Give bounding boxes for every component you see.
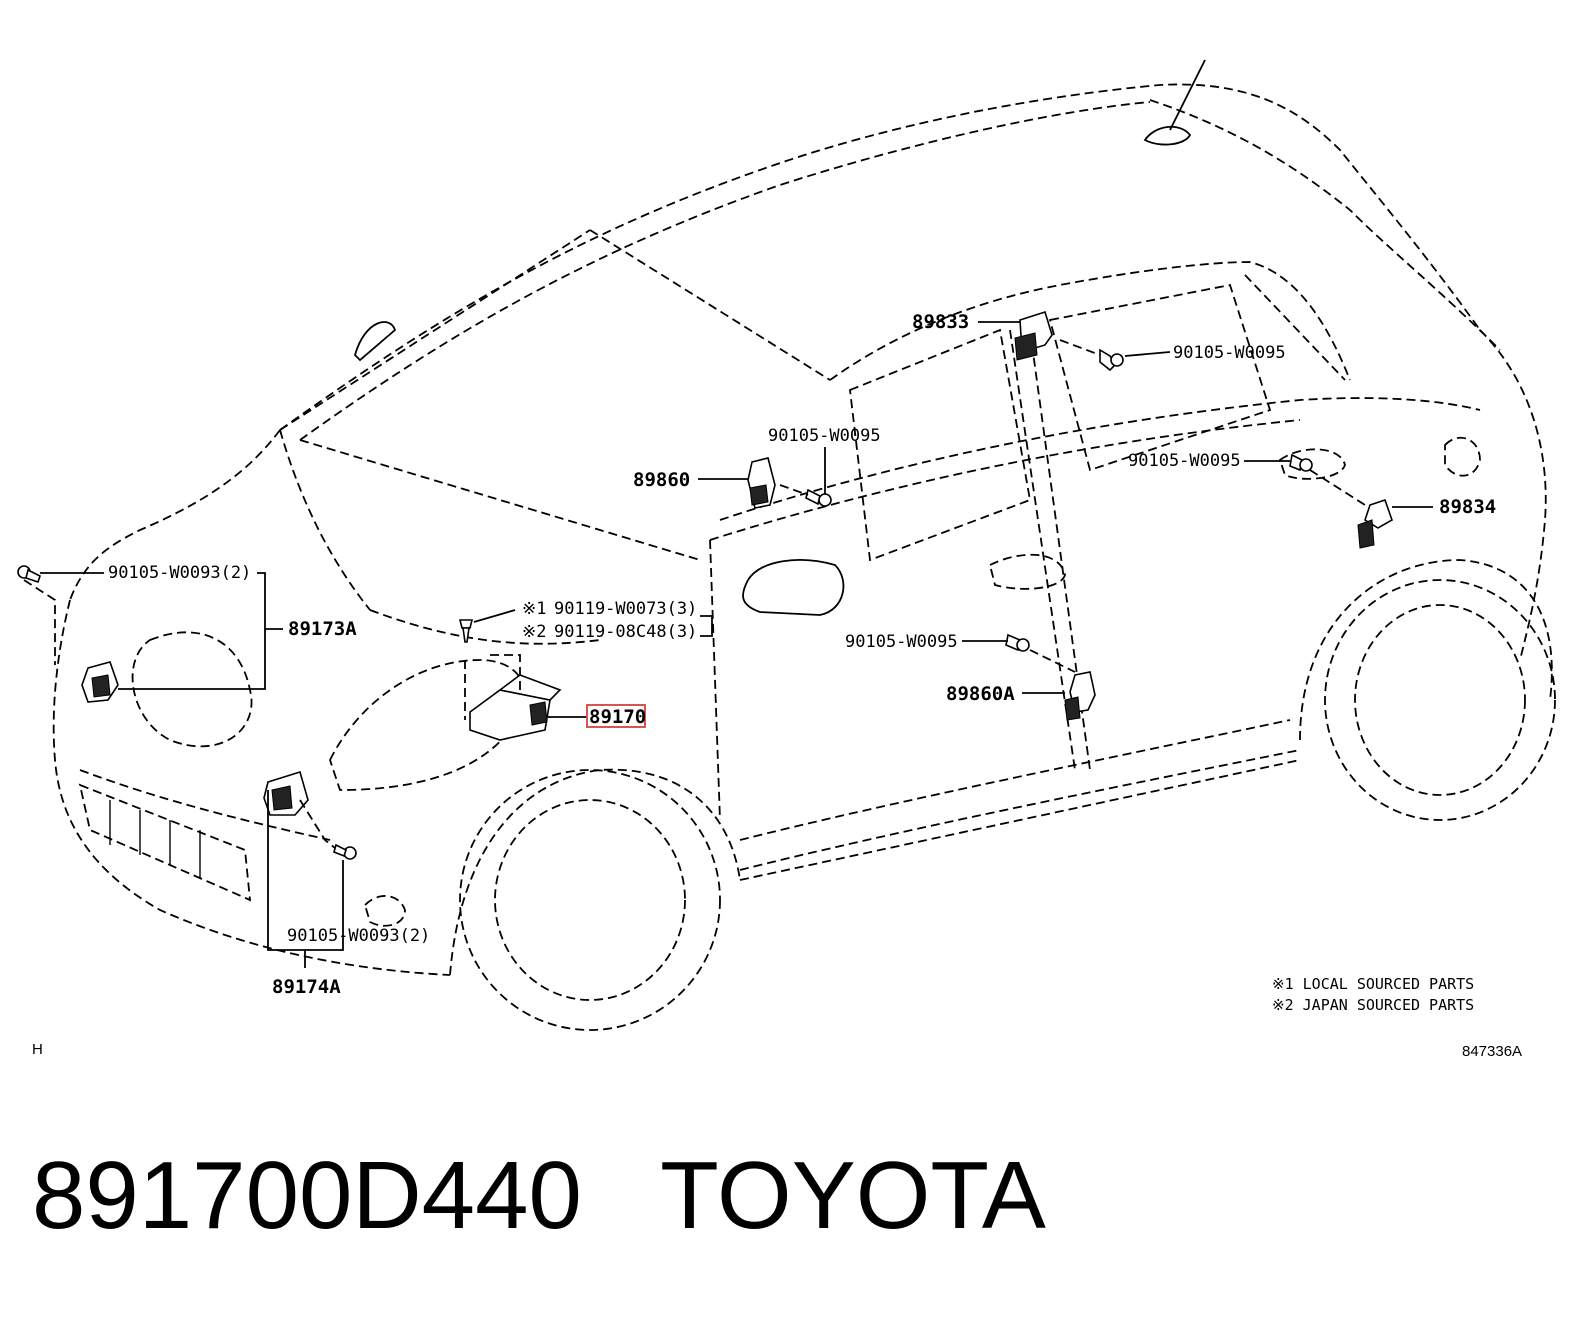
note1-mark: ※1	[522, 599, 546, 619]
sensor-89860-icon	[747, 457, 776, 509]
bolt-icon	[1099, 348, 1124, 372]
callout-89833: 89833	[912, 311, 969, 333]
callout-90105-w0095: 90105-W0095	[1128, 451, 1241, 471]
corner-code-left: H	[32, 1041, 43, 1058]
bolt-icon	[17, 565, 41, 584]
callout-90105-w0093: 90105-W0093(2)	[287, 926, 430, 946]
callout-89834: 89834	[1439, 496, 1496, 518]
bolt-icon	[1005, 633, 1030, 652]
sensor-89834-icon	[1357, 498, 1393, 549]
callout-89170: 89170	[589, 706, 646, 728]
callout-90105-w0095: 90105-W0095	[845, 632, 958, 652]
front-sensor-89173a-icon	[81, 661, 119, 703]
highlight-box	[586, 704, 646, 728]
part-number-caption: 891700D440 TOYOTA	[32, 1142, 1046, 1249]
callout-90119-08c48: 90119-08C48(3)	[554, 622, 697, 642]
bolt-icon	[1289, 453, 1313, 472]
airbag-ecu-89170-icon	[464, 654, 562, 741]
footnote-japan-sourced: ※2 JAPAN SOURCED PARTS	[1272, 996, 1474, 1014]
callout-90105-w0095: 90105-W0095	[768, 426, 881, 446]
callout-90105-w0093: 90105-W0093(2)	[108, 563, 251, 583]
callout-89173a: 89173A	[288, 618, 357, 640]
front-sensor-89174a-icon	[263, 770, 309, 816]
screw-icon	[458, 619, 474, 643]
callout-89860a: 89860A	[946, 683, 1015, 705]
callout-89860: 89860	[633, 469, 690, 491]
car-body-outline	[52, 59, 1556, 1031]
bolt-icon	[805, 488, 832, 507]
bolt-icon	[333, 843, 357, 860]
footnote-local-sourced: ※1 LOCAL SOURCED PARTS	[1272, 975, 1474, 993]
sensor-89833-icon	[1014, 310, 1053, 361]
illustration-number: 847336A	[1462, 1043, 1522, 1060]
callout-90119-w0073: 90119-W0073(3)	[554, 599, 697, 619]
leader-lines	[23, 321, 1433, 968]
sensor-89860a-icon	[1064, 671, 1096, 721]
note2-mark: ※2	[522, 622, 546, 642]
callout-90105-w0095: 90105-W0095	[1173, 343, 1286, 363]
callout-89174a: 89174A	[272, 976, 341, 998]
